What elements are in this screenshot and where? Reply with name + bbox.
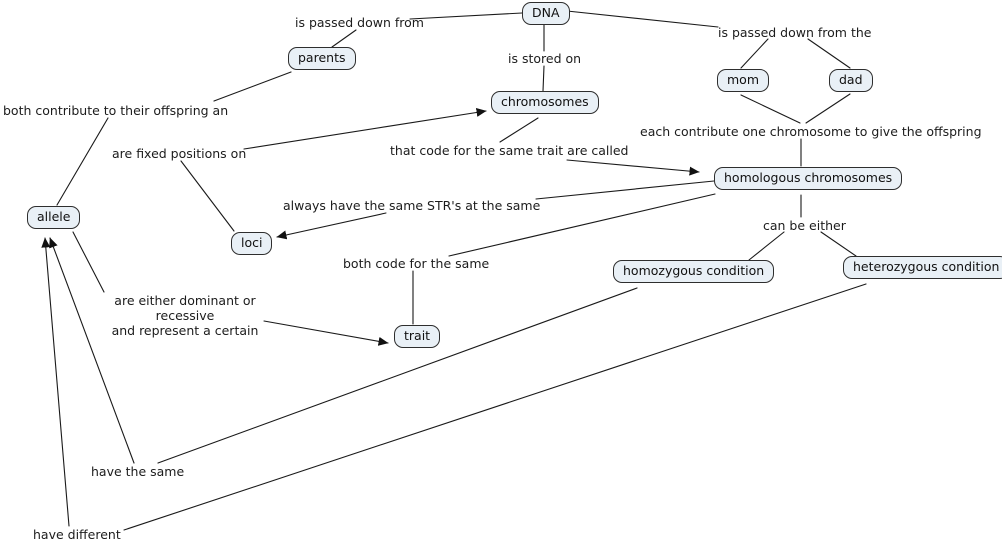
edge-homozygous-havesame <box>157 287 638 464</box>
edge-dad-eachcontribute <box>805 93 851 124</box>
link-label-both-code-for-same[interactable]: both code for the same <box>343 256 490 271</box>
link-label-each-contribute[interactable]: each contribute one chromosome to give t… <box>640 124 982 139</box>
node-homologous-chromosomes[interactable]: homologous chromosomes <box>714 167 903 190</box>
node-loci[interactable]: loci <box>231 232 273 255</box>
link-label-both-contribute[interactable]: both contribute to their offspring an <box>3 103 229 118</box>
edge-dominant-trait <box>263 320 389 346</box>
edge-fixedpositions-chromosomes <box>243 108 487 150</box>
node-dna[interactable]: DNA <box>522 2 570 25</box>
edge-codesame-homologous <box>566 159 700 176</box>
edge-havedifferent-allele <box>41 237 70 527</box>
link-label-is-stored-on[interactable]: is stored on <box>508 51 582 66</box>
link-label-dominant-or-recessive[interactable]: are either dominant or recessive and rep… <box>111 293 259 338</box>
edge-alwayssame-loci <box>276 212 387 240</box>
node-homozygous-condition[interactable]: homozygous condition <box>613 260 775 283</box>
edge-mom-eachcontribute <box>740 94 801 124</box>
edge-homologous-bothcode <box>448 193 716 257</box>
node-trait[interactable]: trait <box>394 325 441 348</box>
link-label-is-passed-down-from-the[interactable]: is passed down from the <box>718 25 872 40</box>
node-dad[interactable]: dad <box>829 69 873 92</box>
edge-canbeeither-heterozygous <box>820 231 857 257</box>
link-label-code-for-same-trait[interactable]: that code for the same trait are called <box>390 143 629 158</box>
link-label-have-the-same[interactable]: have the same <box>91 464 185 479</box>
edge-parents-bothcontribute <box>213 71 292 102</box>
link-label-have-different[interactable]: have different <box>33 527 121 542</box>
edge-bothcontribute-allele <box>56 117 109 206</box>
edge-fixedpositions-loci <box>180 160 235 232</box>
link-label-are-fixed-positions-on[interactable]: are fixed positions on <box>112 146 247 161</box>
edge-canbeeither-homozygous <box>748 231 785 261</box>
edge-heterozygous-havedifferent <box>123 283 867 531</box>
edge-havesame-allele <box>49 237 135 464</box>
edge-passeddownthe-mom <box>740 38 769 69</box>
node-heterozygous-condition[interactable]: heterozygous condition <box>843 256 1002 279</box>
node-allele[interactable]: allele <box>27 206 81 229</box>
edge-homologous-alwayssame <box>535 180 715 200</box>
link-label-is-passed-down-from[interactable]: is passed down from <box>295 15 424 30</box>
node-parents[interactable]: parents <box>288 47 356 70</box>
link-label-can-be-either[interactable]: can be either <box>763 218 846 233</box>
edge-passeddown-parents <box>331 29 357 48</box>
edge-chromosomes-codesame <box>499 117 539 143</box>
edge-allele-dominant <box>72 231 105 293</box>
edge-dna-passeddown <box>409 12 523 20</box>
edge-dna-passeddownthe <box>566 10 719 28</box>
edge-storedon-chromosomes <box>542 65 545 92</box>
link-label-always-same-strs[interactable]: always have the same STR's at the same <box>283 198 541 213</box>
node-chromosomes[interactable]: chromosomes <box>491 91 599 114</box>
edge-passeddownthe-dad <box>807 38 851 69</box>
node-mom[interactable]: mom <box>717 69 770 92</box>
